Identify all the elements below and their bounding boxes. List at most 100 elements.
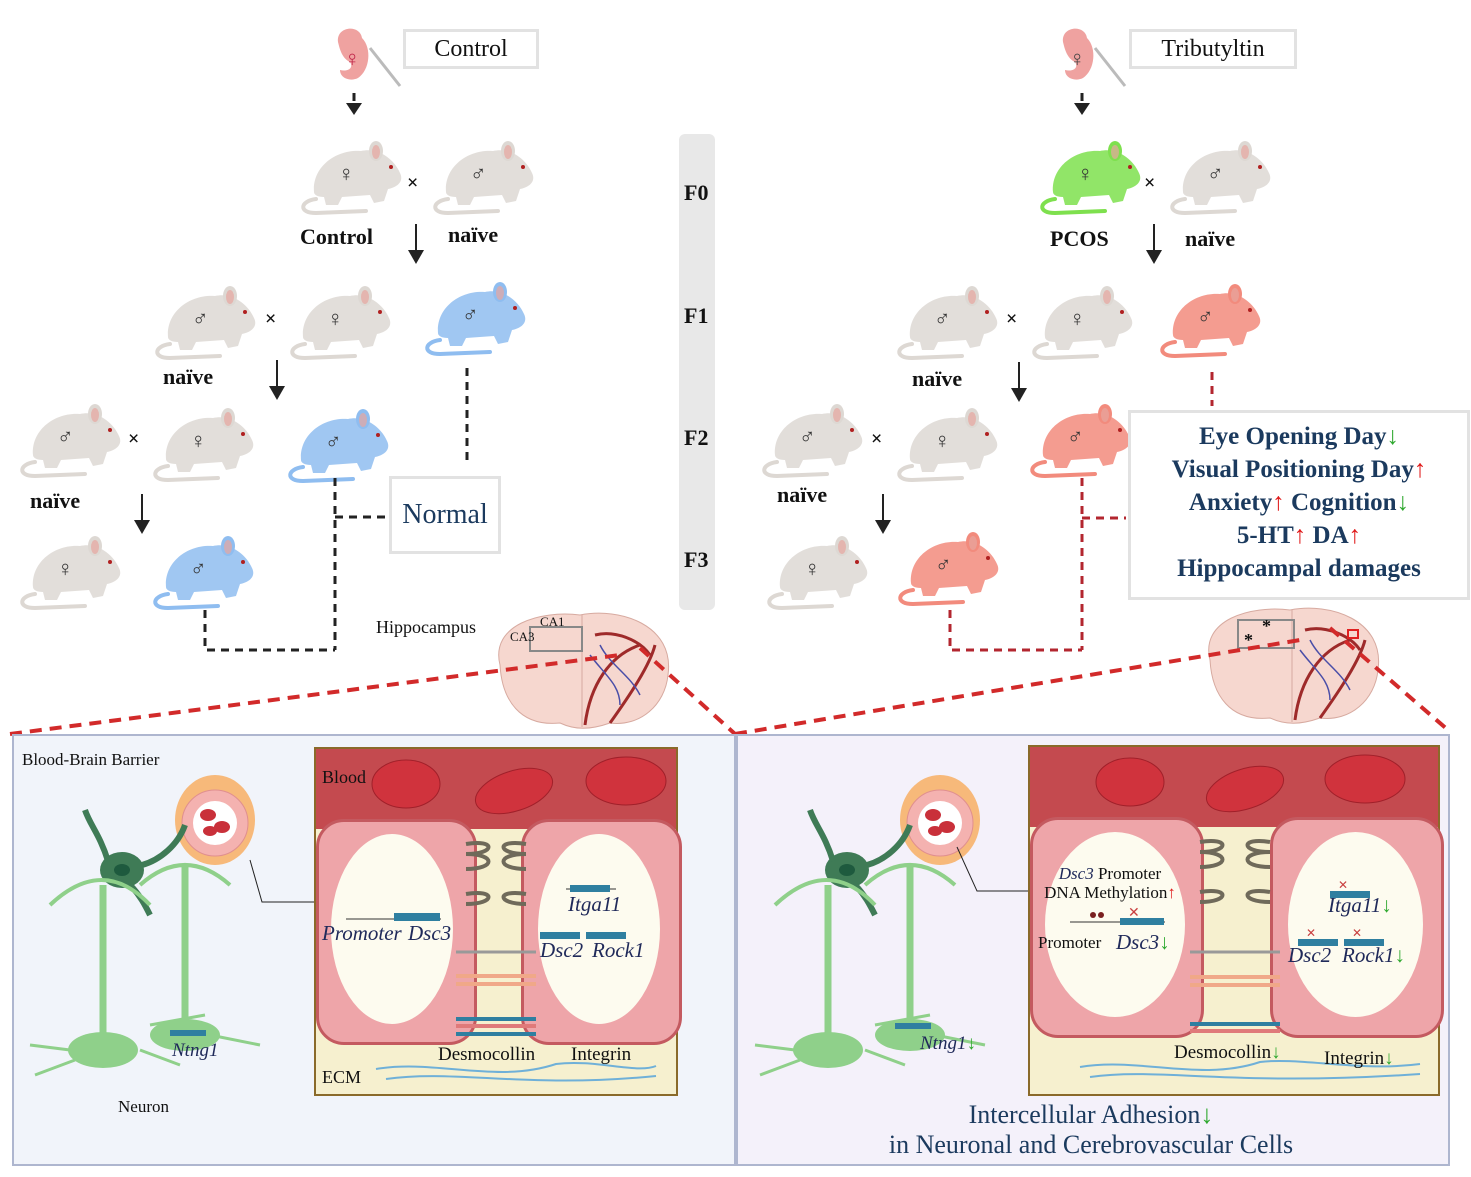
mouse-f1-male: ♂ [892, 282, 1002, 362]
outcome-box-normal: Normal [389, 476, 501, 554]
svg-text:✕: ✕ [1128, 906, 1140, 921]
svg-text:♀: ♀ [327, 306, 344, 331]
panel-title-bbb: Blood-Brain Barrier [22, 750, 160, 769]
nucleus-left [331, 834, 453, 1024]
mouse-f3-offspring-male: ♂ [893, 528, 1003, 608]
label-f0-female: Control [300, 224, 373, 249]
integrin-label: Integrin [571, 1044, 632, 1065]
mouse-f2-offspring-male: ♂ [1025, 400, 1135, 480]
outcome-hippocampal: Hippocampal damages [1177, 555, 1421, 582]
gene-tracks-icon: ✕ ✕ ✕ ✕ [1070, 878, 1384, 946]
nucleus-right [538, 834, 660, 1024]
generation-f1: F1 [684, 303, 709, 328]
cross-icon: × [1006, 308, 1018, 330]
arrow-down-icon [346, 93, 362, 115]
integrin-label: Integrin↓ [1324, 1048, 1394, 1069]
label-f2-male: naïve [30, 488, 81, 513]
generation-f2: F2 [684, 425, 709, 450]
arrow-down-icon [269, 360, 285, 400]
cross-icon: × [1144, 172, 1156, 194]
junction-proteins-icon [1190, 839, 1280, 1033]
svg-text:♂: ♂ [190, 556, 207, 581]
brain-left-hippocampus-label: Hippocampus [376, 617, 476, 637]
svg-text:♂: ♂ [799, 424, 816, 449]
mouse-f3-female: ♀ [15, 532, 125, 612]
gene-ntng1: Ntng1 [172, 1040, 219, 1061]
svg-text:♀: ♀ [804, 556, 821, 581]
cross-icon: × [128, 428, 140, 450]
generation-bar [679, 134, 715, 610]
svg-text:✕: ✕ [1306, 926, 1316, 940]
mouse-f0-female: ♀ [296, 137, 406, 217]
svg-text:♂: ♂ [325, 429, 342, 454]
svg-text:♀: ♀ [338, 161, 355, 186]
svg-text:♀: ♀ [934, 428, 951, 453]
label-f0-female: PCOS [1050, 226, 1109, 251]
mouse-f1-offspring-male: ♂ [420, 278, 530, 358]
label-f1-male: naïve [912, 366, 963, 391]
ecm-fibers-icon [375, 1061, 657, 1082]
arrow-down-icon [1146, 224, 1162, 264]
desmocollin-label: Desmocollin↓ [1174, 1042, 1281, 1063]
mouse-f0-pcos-female: ♀ [1035, 137, 1145, 217]
summary-text: Intercellular Adhesion↓ in Neuronal and … [736, 1100, 1446, 1160]
gene-itga11-group: Itga11↓ [1328, 893, 1392, 917]
brain-right-marker: * [1244, 630, 1253, 650]
label-f0-male: naïve [448, 222, 499, 247]
svg-text:♂: ♂ [192, 306, 209, 331]
gene-rock1: Rock1 [592, 938, 645, 962]
brain-left-ca3-label: CA3 [510, 629, 535, 644]
gene-promoter: Promoter [1038, 933, 1102, 952]
svg-text:♂: ♂ [1067, 424, 1084, 449]
arrow-down-icon [408, 224, 424, 264]
mouse-f1-female: ♀ [1027, 282, 1137, 362]
arrow-down-icon [1011, 362, 1027, 402]
nucleus-right [1288, 832, 1423, 1017]
mouse-f0-male: ♂ [1165, 137, 1275, 217]
gene-ntng1-group: Ntng1↓ [920, 1033, 976, 1054]
generation-f0: F0 [684, 180, 709, 205]
gene-dsc2: Dsc2 [1288, 943, 1332, 967]
mouse-f0-male: ♂ [428, 137, 538, 217]
gene-dsc3: Dsc3 [408, 921, 452, 945]
desmocollin-label: Desmocollin [438, 1044, 536, 1065]
gene-itga11: Itga11 [568, 892, 622, 916]
svg-text:♂: ♂ [470, 161, 487, 186]
cross-icon: × [871, 428, 883, 450]
gene-dsc2: Dsc2 [540, 938, 584, 962]
gene-dsc3-group: Dsc3↓ [1116, 930, 1170, 954]
summary-line2: in Neuronal and Cerebrovascular Cells [888, 1130, 1294, 1159]
treatment-box-tributyltin: Tributyltin [1129, 29, 1297, 69]
mouse-f1-female: ♀ [285, 282, 395, 362]
arrow-down-icon [134, 494, 150, 534]
svg-text:♂: ♂ [1197, 304, 1214, 329]
mouse-f3-female: ♀ [762, 532, 872, 612]
svg-text:♀: ♀ [57, 556, 74, 581]
outcome-anxiety-cognition: Anxiety↑ Cognition↓ [1188, 489, 1410, 516]
mouse-f2-offspring-male: ♂ [283, 405, 393, 485]
brain-left-ca1-label: CA1 [540, 614, 565, 629]
brain-right-illustration [1208, 607, 1380, 724]
outcome-eye-opening: Eye Opening Day↓ [1198, 423, 1400, 450]
ecm-label: ECM [322, 1067, 362, 1087]
arrow-down-icon [1074, 93, 1090, 115]
brain-left-illustration [498, 612, 670, 729]
blood-label: Blood [322, 767, 367, 787]
bbb-cell-diagram: Blood ECM Promoter Dsc3 Itga11 Dsc2 Rock… [314, 747, 682, 1096]
svg-text:♂: ♂ [935, 552, 952, 577]
svg-text:♀: ♀ [1069, 46, 1086, 71]
svg-text:♂: ♂ [1207, 161, 1224, 186]
svg-text:♀: ♀ [1069, 306, 1086, 331]
bbb-cell-diagram-treated: ✕ ✕ ✕ ✕ Dsc3 Promoter DNA Methylation↑ P… [1028, 745, 1444, 1096]
summary-line1: Intercellular Adhesion↓ [968, 1100, 1214, 1129]
red-blood-cells-icon [1095, 754, 1406, 813]
neuron-label: Neuron [118, 1097, 169, 1116]
neuron-astrocyte-illustration [29, 775, 315, 1077]
mouse-f2-female: ♀ [148, 404, 258, 484]
mouse-f2-male: ♂ [15, 400, 125, 480]
pup-syringe-icon: ♀ [1062, 28, 1127, 87]
svg-text:♂: ♂ [57, 424, 74, 449]
